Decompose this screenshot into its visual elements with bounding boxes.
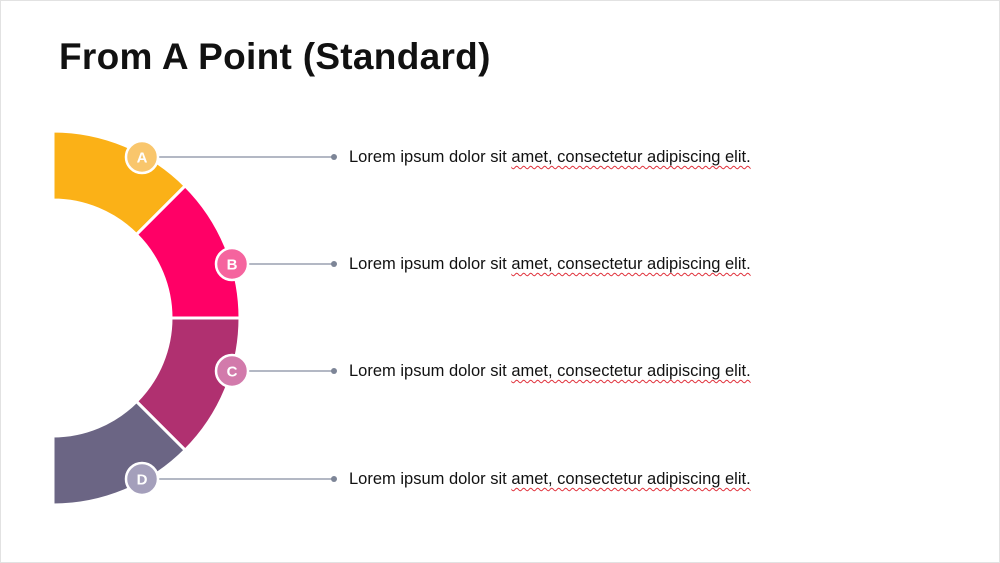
list-item-a: Lorem ipsum dolor sit amet, consectetur … xyxy=(349,147,751,167)
list-item-b: Lorem ipsum dolor sit amet, consectetur … xyxy=(349,254,751,274)
connector-c xyxy=(248,368,337,374)
item-text: Lorem ipsum dolor sit xyxy=(349,148,512,166)
badge-c: C xyxy=(214,353,250,389)
svg-text:B: B xyxy=(227,257,238,274)
list-item-d: Lorem ipsum dolor sit amet, consectetur … xyxy=(349,469,751,489)
list-item-c: Lorem ipsum dolor sit amet, consectetur … xyxy=(349,361,751,381)
item-text-flagged: amet, consectetur adipiscing elit. xyxy=(511,148,751,166)
slide-title: From A Point (Standard) xyxy=(59,36,491,77)
svg-text:C: C xyxy=(227,364,238,381)
connector-b xyxy=(248,261,337,267)
badge-b: B xyxy=(214,246,250,282)
item-text-flagged: amet, consectetur adipiscing elit. xyxy=(511,255,751,273)
item-text: Lorem ipsum dolor sit xyxy=(349,362,512,380)
item-text: Lorem ipsum dolor sit xyxy=(349,470,512,488)
badge-a: A xyxy=(124,139,160,175)
item-text: Lorem ipsum dolor sit xyxy=(349,255,512,273)
badge-d: D xyxy=(124,461,160,497)
connector-d xyxy=(158,476,337,482)
connector-a xyxy=(158,154,337,160)
item-text-flagged: amet, consectetur adipiscing elit. xyxy=(511,362,751,380)
svg-text:A: A xyxy=(137,150,148,167)
svg-text:D: D xyxy=(137,472,148,489)
item-text-flagged: amet, consectetur adipiscing elit. xyxy=(511,470,751,488)
